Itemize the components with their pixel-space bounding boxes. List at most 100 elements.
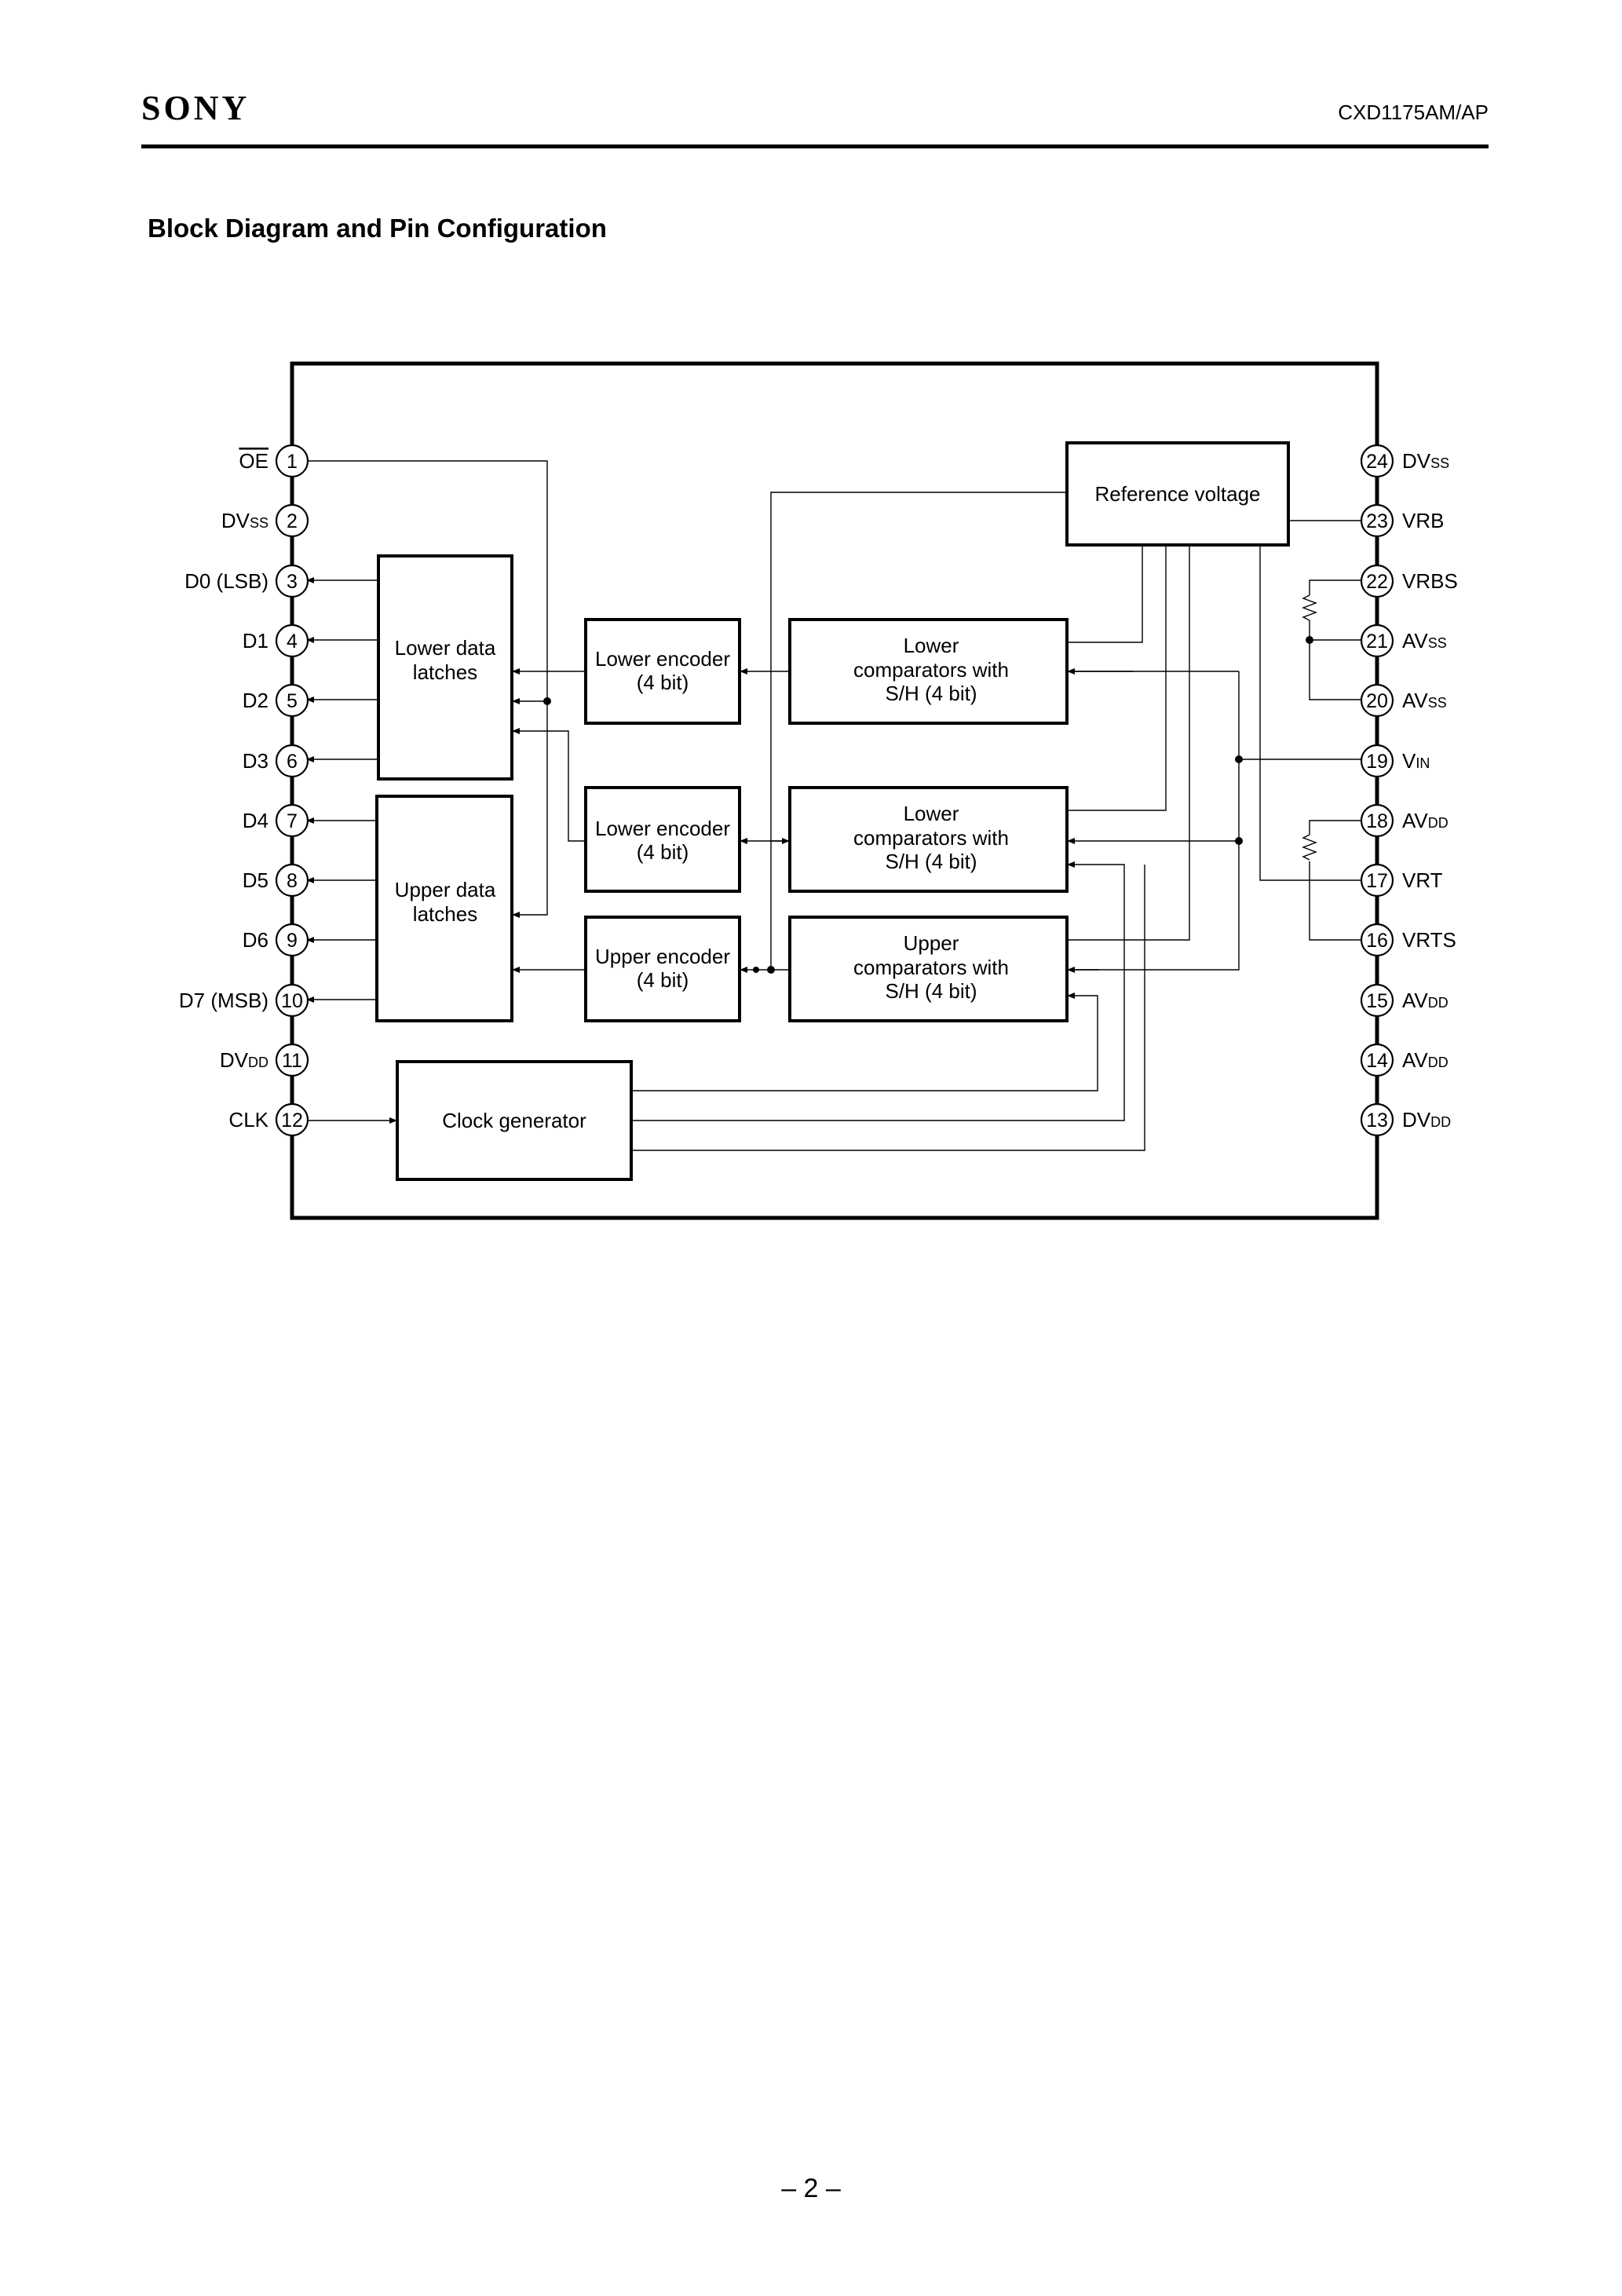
lower-data-latches-block: Lower data latches: [377, 554, 513, 781]
pin-circle: [1360, 863, 1394, 898]
pin-circle: [275, 803, 309, 838]
resistor-vrbs: [1302, 594, 1317, 621]
pin-name: VRB: [1402, 509, 1444, 532]
pin-number: 1: [287, 451, 298, 473]
pin-name: AV: [1402, 1048, 1428, 1072]
comp1-line3: S/H (4 bit): [885, 682, 977, 705]
pin-name: DV: [221, 509, 250, 532]
pin-subscript: SS: [1430, 455, 1449, 471]
pin-label: AVDD: [1402, 809, 1448, 832]
pin-subscript: DD: [1430, 1114, 1451, 1130]
pin-name: D5: [243, 868, 269, 892]
pin-name: D6: [243, 928, 269, 952]
enc3-line2: (4 bit): [637, 968, 689, 992]
pin-label: D7 (MSB): [179, 989, 269, 1012]
pin-name: V: [1402, 749, 1416, 773]
pin-11: 11 DVDD: [220, 1043, 309, 1077]
pin-number: 5: [287, 690, 298, 712]
pin-name: DV: [1402, 449, 1431, 473]
pin-number: 15: [1366, 990, 1388, 1012]
pin-number: 6: [287, 751, 298, 773]
pin-subscript: IN: [1416, 755, 1430, 771]
pin-number: 16: [1366, 930, 1388, 952]
lower-latch-line2: latches: [413, 660, 477, 684]
pin-2: 2 DVSS: [221, 503, 309, 538]
pin-name: VRTS: [1402, 928, 1456, 952]
pin-circle: [1360, 683, 1394, 718]
pin-16: 16 VRTS: [1360, 923, 1456, 957]
pin-name: D7 (MSB): [179, 989, 269, 1012]
pin-label: DVSS: [1402, 449, 1449, 473]
pin-circle: [275, 444, 309, 478]
pin-circle: [275, 503, 309, 538]
pin-name: D0 (LSB): [184, 569, 269, 593]
pin-subscript: SS: [1428, 635, 1447, 651]
pin-18: 18 AVDD: [1360, 803, 1448, 838]
lower-latch-line1: Lower data: [395, 636, 496, 660]
ref-label: Reference voltage: [1094, 482, 1260, 506]
pin-7: 7D4: [243, 803, 309, 838]
pin-label: D6: [243, 928, 269, 952]
pin-number: 9: [287, 930, 298, 952]
pin-number: 14: [1366, 1050, 1388, 1072]
pin-circle: [1360, 803, 1394, 838]
reference-voltage-block: Reference voltage: [1065, 441, 1290, 547]
pin-name: D3: [243, 749, 269, 773]
resistor-vrts: [1302, 834, 1317, 861]
pin-circle: [1360, 744, 1394, 778]
pin-number: 13: [1366, 1110, 1388, 1132]
comp1-line2: comparators with: [853, 658, 1009, 682]
pin-label: D1: [243, 629, 269, 653]
pin-name: AV: [1402, 689, 1428, 712]
pin-label: D4: [243, 809, 269, 832]
pin-number: 17: [1366, 870, 1388, 892]
section-title: Block Diagram and Pin Configuration: [148, 214, 607, 243]
block-diagram: Lower data latches Upper data latches Lo…: [179, 361, 1458, 1220]
pin-subscript: SS: [250, 515, 269, 531]
pin-name: CLK: [228, 1108, 269, 1132]
pin-6: 6 D3: [243, 744, 309, 778]
lower-comparators-1-block: Lower comparators with S/H (4 bit): [788, 618, 1069, 725]
pin-label: AVDD: [1402, 1048, 1448, 1072]
pin-number: 2: [287, 510, 298, 532]
pin-number: 11: [282, 1050, 302, 1072]
pin-subscript: DD: [248, 1055, 269, 1070]
pin-number: 12: [281, 1110, 303, 1132]
enc3-line1: Upper encoder: [595, 945, 730, 968]
upper-latch-line1: Upper data: [395, 878, 496, 901]
pin-number: 22: [1366, 571, 1388, 593]
comp2-line2: comparators with: [853, 826, 1009, 850]
pin-name: D2: [243, 689, 269, 712]
pin-12: 12 CLK: [228, 1102, 309, 1137]
pin-circle: [275, 564, 309, 598]
enc1-line1: Lower encoder: [595, 647, 730, 671]
pin-label: VRBS: [1402, 569, 1458, 593]
pin-label: D5: [243, 868, 269, 892]
pin-number: 18: [1366, 810, 1388, 832]
pin-subscript: SS: [1428, 695, 1447, 711]
pin-circle: [275, 1102, 309, 1137]
pin-number: 21: [1366, 631, 1388, 653]
pin-20: 20 AVSS: [1360, 683, 1447, 718]
pin-circle: [1360, 983, 1394, 1018]
pin-circle: [275, 623, 309, 658]
pin-subscript: DD: [1428, 1055, 1448, 1070]
pin-label: AVSS: [1402, 689, 1447, 712]
page-number: – 2 –: [781, 2174, 841, 2203]
pin-label: VIN: [1402, 749, 1430, 773]
sony-logo: SONY: [141, 89, 250, 127]
pin-circle: [1360, 564, 1394, 598]
pin-circle: [275, 863, 309, 898]
pin-label: DVDD: [220, 1048, 269, 1072]
pin-label: D0 (LSB): [184, 569, 269, 593]
signal-wires: [306, 460, 1364, 1151]
pin-label: VRTS: [1402, 928, 1456, 952]
comp3-line3: S/H (4 bit): [885, 979, 977, 1003]
pin-circle: [275, 923, 309, 957]
upper-latch-line2: latches: [413, 902, 477, 926]
pin-number: 20: [1366, 690, 1388, 712]
